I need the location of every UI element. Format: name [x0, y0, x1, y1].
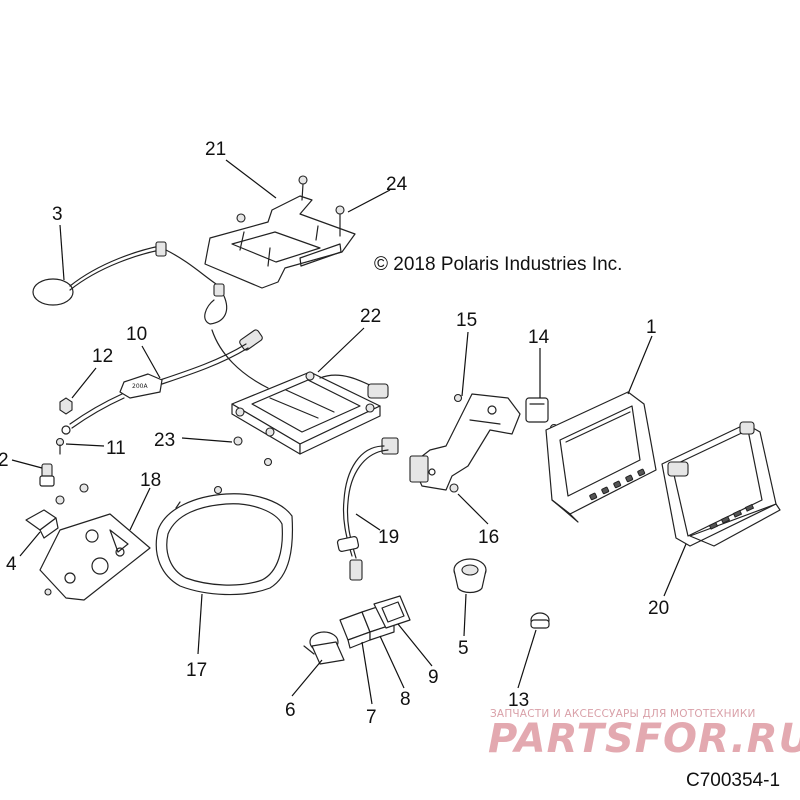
part-20-display-cover — [661, 421, 781, 547]
part-22-control-module — [231, 371, 389, 467]
part-7-switch — [339, 611, 371, 649]
callout-9: 9 — [428, 667, 439, 688]
callout-6: 6 — [285, 700, 296, 721]
callout-14: 14 — [528, 327, 550, 348]
part-16-display-bracket — [409, 393, 521, 493]
part-11-screw — [55, 437, 65, 455]
part-5-power-socket — [453, 558, 487, 594]
part-15-screw — [453, 393, 463, 403]
part-9-switch — [373, 595, 411, 629]
callout-2: 2 — [0, 450, 9, 471]
part-6-key-switch — [303, 631, 345, 665]
part-17-gauge-cluster — [155, 485, 294, 596]
part-13-knob — [530, 612, 550, 629]
callout-3: 3 — [52, 204, 63, 225]
callout-8: 8 — [400, 689, 411, 710]
part-21-mounting-bracket — [204, 175, 356, 289]
part-19-harness — [336, 437, 399, 581]
part-3-antenna — [32, 241, 225, 306]
callout-4: 4 — [6, 554, 17, 575]
part-23-screw — [233, 436, 243, 446]
watermark-tagline: ЗАПЧАСТИ И АКСЕССУАРЫ ДЛЯ МОТОТЕХНИКИ — [490, 708, 756, 720]
watermark-brand: PARTSFOR.RU — [488, 716, 800, 762]
callout-labels: 21 24 3 10 12 11 2 22 23 15 14 1 16 19 1… — [0, 139, 669, 728]
part-18-bracket — [39, 513, 151, 601]
callout-17: 17 — [186, 660, 207, 681]
callout-23: 23 — [154, 430, 175, 451]
callout-24: 24 — [386, 174, 408, 195]
cable-label: 200A — [132, 383, 148, 390]
watermark: ЗАПЧАСТИ И АКСЕССУАРЫ ДЛЯ МОТОТЕХНИКИ PA… — [488, 708, 800, 762]
leader-lines — [11, 159, 687, 705]
part-1-display — [545, 391, 657, 523]
callout-16: 16 — [478, 527, 499, 548]
callout-20: 20 — [648, 598, 669, 619]
callout-1: 1 — [646, 317, 657, 338]
drawing-id: C700354-1 — [686, 770, 780, 791]
callout-12: 12 — [92, 346, 113, 367]
callout-11: 11 — [106, 438, 126, 459]
callout-21: 21 — [205, 139, 226, 160]
callout-18: 18 — [140, 470, 161, 491]
callout-7: 7 — [366, 707, 377, 728]
part-24-bolt — [335, 205, 345, 237]
part-10-cable: 200A — [61, 295, 269, 435]
part-4-clip — [25, 483, 89, 539]
part-12-nut — [59, 397, 73, 415]
callout-19: 19 — [378, 527, 399, 548]
callout-10: 10 — [126, 324, 147, 345]
callout-5: 5 — [458, 638, 469, 659]
callout-15: 15 — [456, 310, 477, 331]
callout-13: 13 — [508, 690, 529, 711]
callout-22: 22 — [360, 306, 381, 327]
part-2-connector — [39, 463, 55, 487]
copyright-notice: © 2018 Polaris Industries Inc. — [374, 254, 622, 275]
